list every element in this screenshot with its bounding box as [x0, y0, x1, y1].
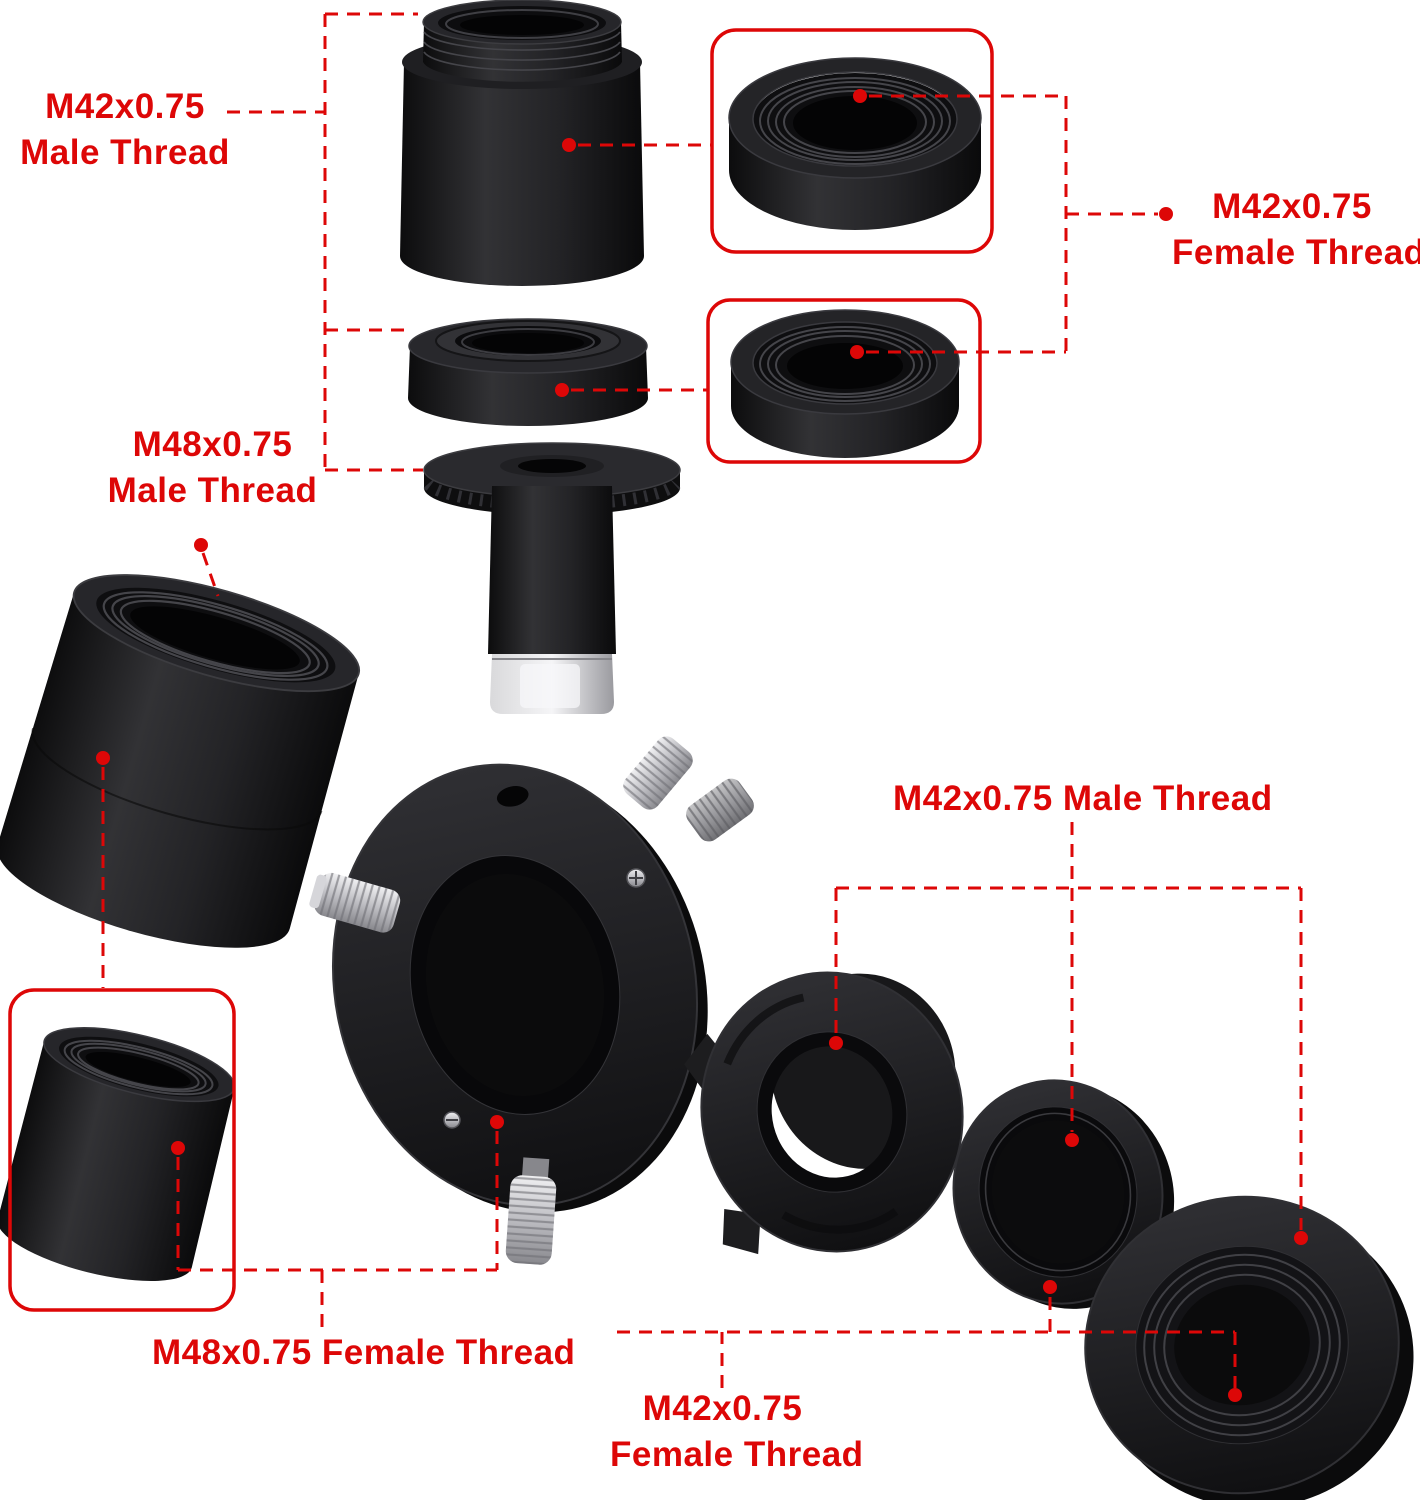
thumbscrew-bottom	[505, 1157, 557, 1265]
m42-extension-tube	[400, 0, 644, 286]
t-mount-flange-adapter	[684, 971, 964, 1255]
label-line: M42x0.75	[1212, 187, 1372, 226]
guide-ring-with-thumbscrews	[309, 736, 754, 1265]
m42-female-thread-ring-lower	[730, 309, 960, 458]
label-line: M42x0.75 Male Thread	[893, 779, 1273, 818]
label-line: M48x0.75 Female Thread	[152, 1333, 576, 1372]
label-line: Female Thread	[1172, 233, 1420, 272]
callout-overlays	[8, 12, 1308, 1402]
thumbscrew-left	[309, 872, 401, 933]
label-m42-female-thread-top: M42x0.75 Female Thread	[1172, 184, 1420, 276]
m42-adapter-ring	[408, 318, 648, 426]
m42-step-ring	[1084, 1195, 1414, 1500]
label-line: M48x0.75	[132, 425, 293, 464]
m42-female-thread-ring-upper	[728, 57, 982, 230]
callout-dots	[96, 89, 1308, 1402]
label-m42-male-thread-top: M42x0.75 Male Thread	[15, 84, 235, 176]
m48-female-thread-barrel	[0, 1027, 236, 1281]
highlight-box-upper-female-ring	[710, 28, 994, 254]
label-line: Male Thread	[20, 133, 230, 172]
t2-1-25-inch-nosepiece	[423, 442, 681, 714]
label-line: M42x0.75	[642, 1389, 803, 1428]
highlight-box-m48-female-barrel	[8, 988, 236, 1312]
highlight-box-lower-female-ring	[706, 298, 982, 464]
label-line: Female Thread	[610, 1435, 864, 1474]
label-line: M42x0.75	[45, 87, 205, 126]
label-m42-male-thread-mid: M42x0.75 Male Thread	[893, 776, 1273, 822]
label-m48-male-thread: M48x0.75 Male Thread	[100, 422, 325, 514]
label-m48-female-thread: M48x0.75 Female Thread	[152, 1330, 576, 1376]
callout-lines	[101, 12, 1303, 1388]
thumbscrew-top-right	[686, 778, 754, 842]
label-line: Male Thread	[107, 471, 318, 510]
m48-2-inch-barrel	[0, 574, 361, 948]
thumbscrew-top-left	[623, 736, 693, 810]
label-m42-female-thread-bottom: M42x0.75 Female Thread	[610, 1386, 864, 1478]
